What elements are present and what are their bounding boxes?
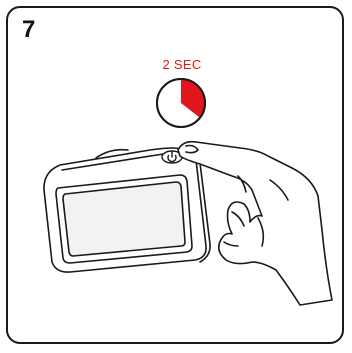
timer-label: 2 SEC <box>162 57 202 72</box>
clock-timer-icon <box>156 78 206 128</box>
hand-icon <box>177 140 333 306</box>
navigation-device-icon <box>43 147 211 273</box>
step-number: 7 <box>22 16 36 43</box>
power-button-icon <box>161 150 183 164</box>
